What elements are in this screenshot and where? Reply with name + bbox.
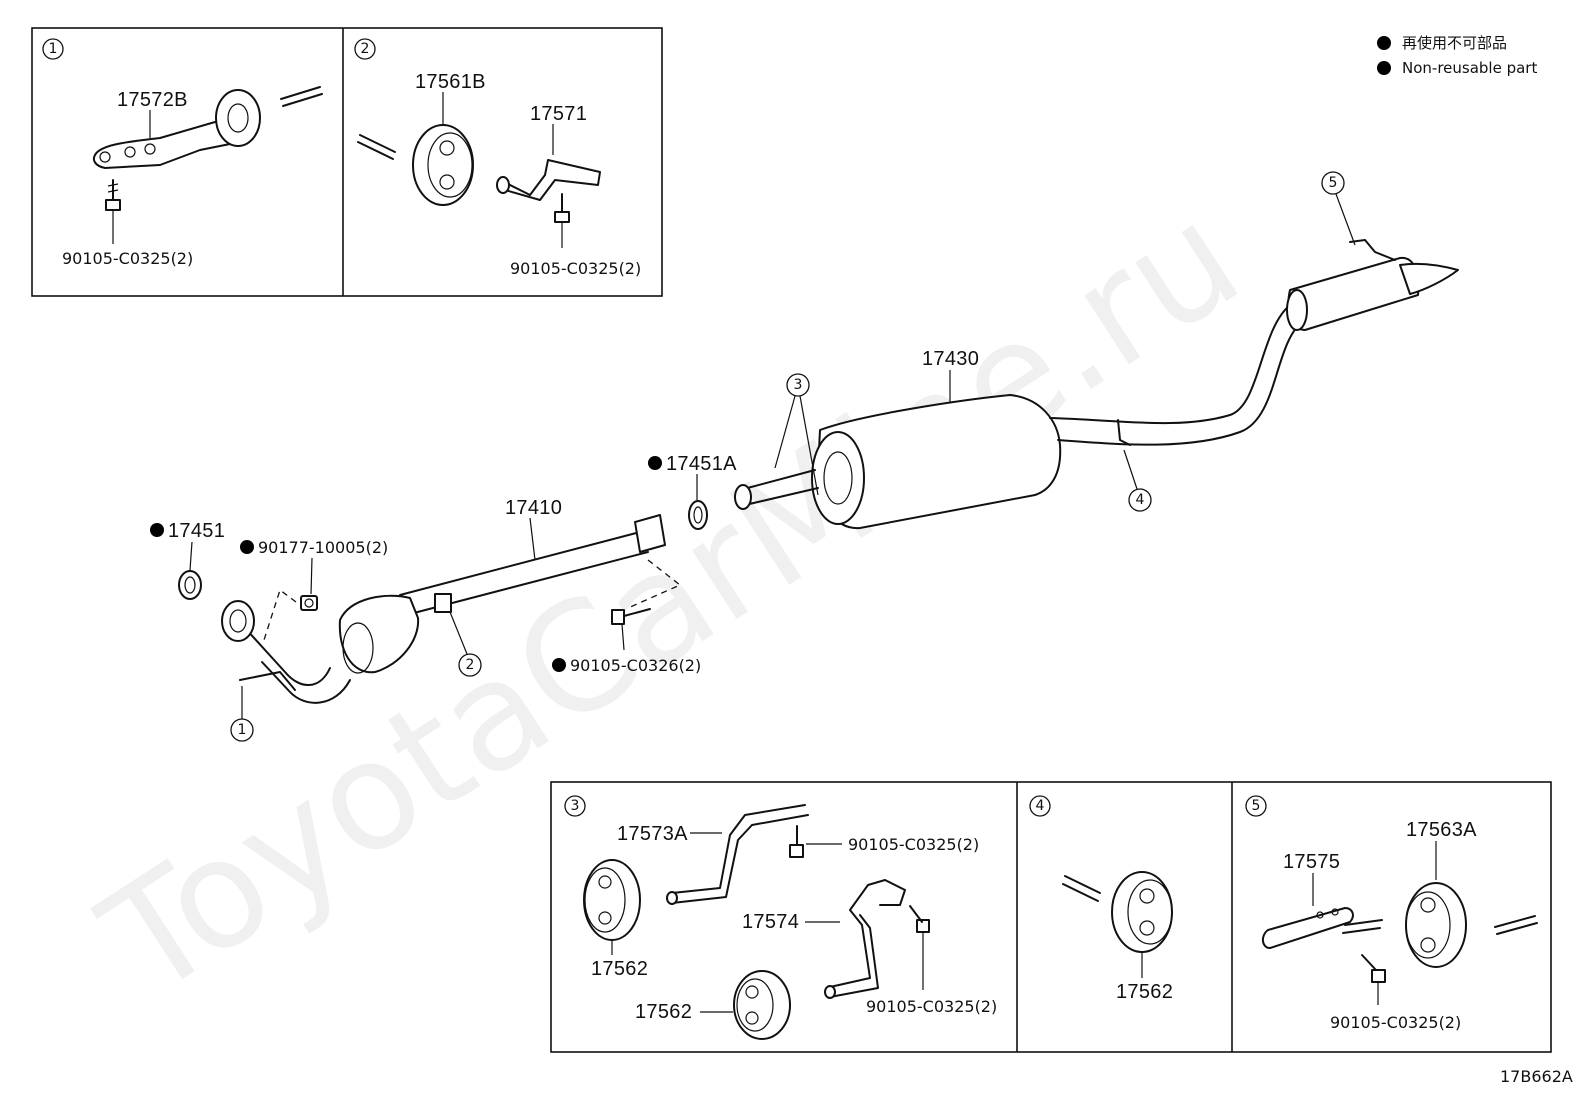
diagram-code: 17B662A [1500, 1067, 1573, 1086]
legend: 再使用不可部品 Non-reusable part [1377, 34, 1537, 77]
callout-circle [1128, 488, 1152, 512]
callout-4: 4 [1136, 492, 1145, 508]
callout-circle [1029, 795, 1051, 817]
legend-jp: 再使用不可部品 [1402, 34, 1507, 52]
bolt-icon [554, 193, 570, 223]
detail-5-number: 5 [1252, 798, 1261, 814]
label-17451A: 17451A [666, 453, 737, 475]
gasket-17451-icon [178, 570, 202, 600]
callout-circle [458, 653, 482, 677]
label-90105-C0326: 90105-C0326(2) [570, 656, 701, 675]
label-90105-C0325-d5: 90105-C0325(2) [1330, 1013, 1461, 1032]
hanger-rod-icon [1494, 915, 1538, 935]
hanger-bracket-17574-icon [824, 879, 906, 999]
label-90105-C0325-d2: 90105-C0325(2) [510, 259, 641, 278]
callout-circle [564, 795, 586, 817]
rubber-hanger-icon [1405, 882, 1467, 968]
detail-2-number: 2 [361, 41, 370, 57]
detail-1-number: 1 [49, 41, 58, 57]
non-reusable-marker-icon [552, 658, 566, 672]
bracket-17572B-icon [92, 89, 261, 169]
label-17562-d3b: 17562 [635, 1001, 692, 1023]
rubber-hanger-icon [412, 124, 474, 206]
label-17562-d3a: 17562 [591, 958, 648, 980]
callout-circle [354, 38, 376, 60]
callout-3: 3 [794, 377, 803, 393]
label-17410: 17410 [505, 497, 562, 519]
rubber-hanger-icon [583, 859, 641, 941]
hanger-rod-icon [280, 86, 323, 107]
detail-5: 5 17575 17563A 90105-C0325(2) [1245, 795, 1538, 1032]
hanger-rod-icon [357, 134, 396, 160]
label-90177-10005: 90177-10005(2) [258, 538, 388, 557]
nut-90177-icon [300, 595, 318, 611]
callout-1: 1 [238, 722, 247, 738]
legend-marker-icon [1377, 36, 1391, 50]
label-90105-C0325-d1: 90105-C0325(2) [62, 249, 193, 268]
label-17430: 17430 [922, 348, 979, 370]
legend-en: Non-reusable part [1402, 59, 1537, 77]
label-17571: 17571 [530, 103, 587, 125]
front-pipe-assembly-17410 [221, 514, 666, 704]
callout-5: 5 [1329, 175, 1338, 191]
label-17563A: 17563A [1406, 819, 1477, 841]
rubber-hanger-icon [733, 970, 791, 1040]
legend-marker-icon [1377, 61, 1391, 75]
label-90105-C0325-d3a: 90105-C0325(2) [848, 835, 979, 854]
hanger-rod-icon [1062, 875, 1101, 902]
bolt-icon [1361, 954, 1386, 983]
hanger-bracket-17575-icon [1262, 907, 1383, 949]
callout-circle [786, 373, 810, 397]
detail-4-number: 4 [1036, 798, 1045, 814]
callout-2: 2 [466, 657, 475, 673]
detail-box-3-4-5 [550, 781, 1552, 1053]
label-17561B: 17561B [415, 71, 486, 93]
bolt-icon [789, 825, 804, 858]
callout-circle [42, 38, 64, 60]
label-17451: 17451 [168, 520, 225, 542]
detail-3: 3 17573A 90105-C0325(2) 17574 90105-C032… [564, 795, 997, 1040]
bolt-90105-C0326-icon [611, 608, 651, 625]
hanger-bracket-17573A-icon [666, 804, 809, 905]
detail-4: 4 17562 [1029, 795, 1173, 1003]
detail-box-1-2 [31, 27, 663, 297]
tail-pipe-assembly-17430 [734, 239, 1459, 530]
detail-1: 1 17572B 90105-C0325(2) [42, 38, 323, 268]
bolt-icon [105, 179, 121, 211]
label-17572B: 17572B [117, 89, 188, 111]
label-17562-d4: 17562 [1116, 981, 1173, 1003]
non-reusable-marker-icon [150, 523, 164, 537]
label-17575: 17575 [1283, 851, 1340, 873]
callout-circle [1321, 171, 1345, 195]
callout-circle [1245, 795, 1267, 817]
hanger-bracket-17571-icon [496, 159, 601, 201]
rubber-hanger-icon [1111, 871, 1173, 953]
gasket-17451A-icon [688, 500, 708, 530]
non-reusable-marker-icon [240, 540, 254, 554]
detail-3-number: 3 [571, 798, 580, 814]
non-reusable-marker-icon [648, 456, 662, 470]
label-17574: 17574 [742, 911, 799, 933]
label-17573A: 17573A [617, 823, 688, 845]
bolt-icon [909, 905, 930, 933]
label-90105-C0325-d3b: 90105-C0325(2) [866, 997, 997, 1016]
detail-2: 2 17561B 17571 90105-C0325(2) [354, 38, 641, 278]
